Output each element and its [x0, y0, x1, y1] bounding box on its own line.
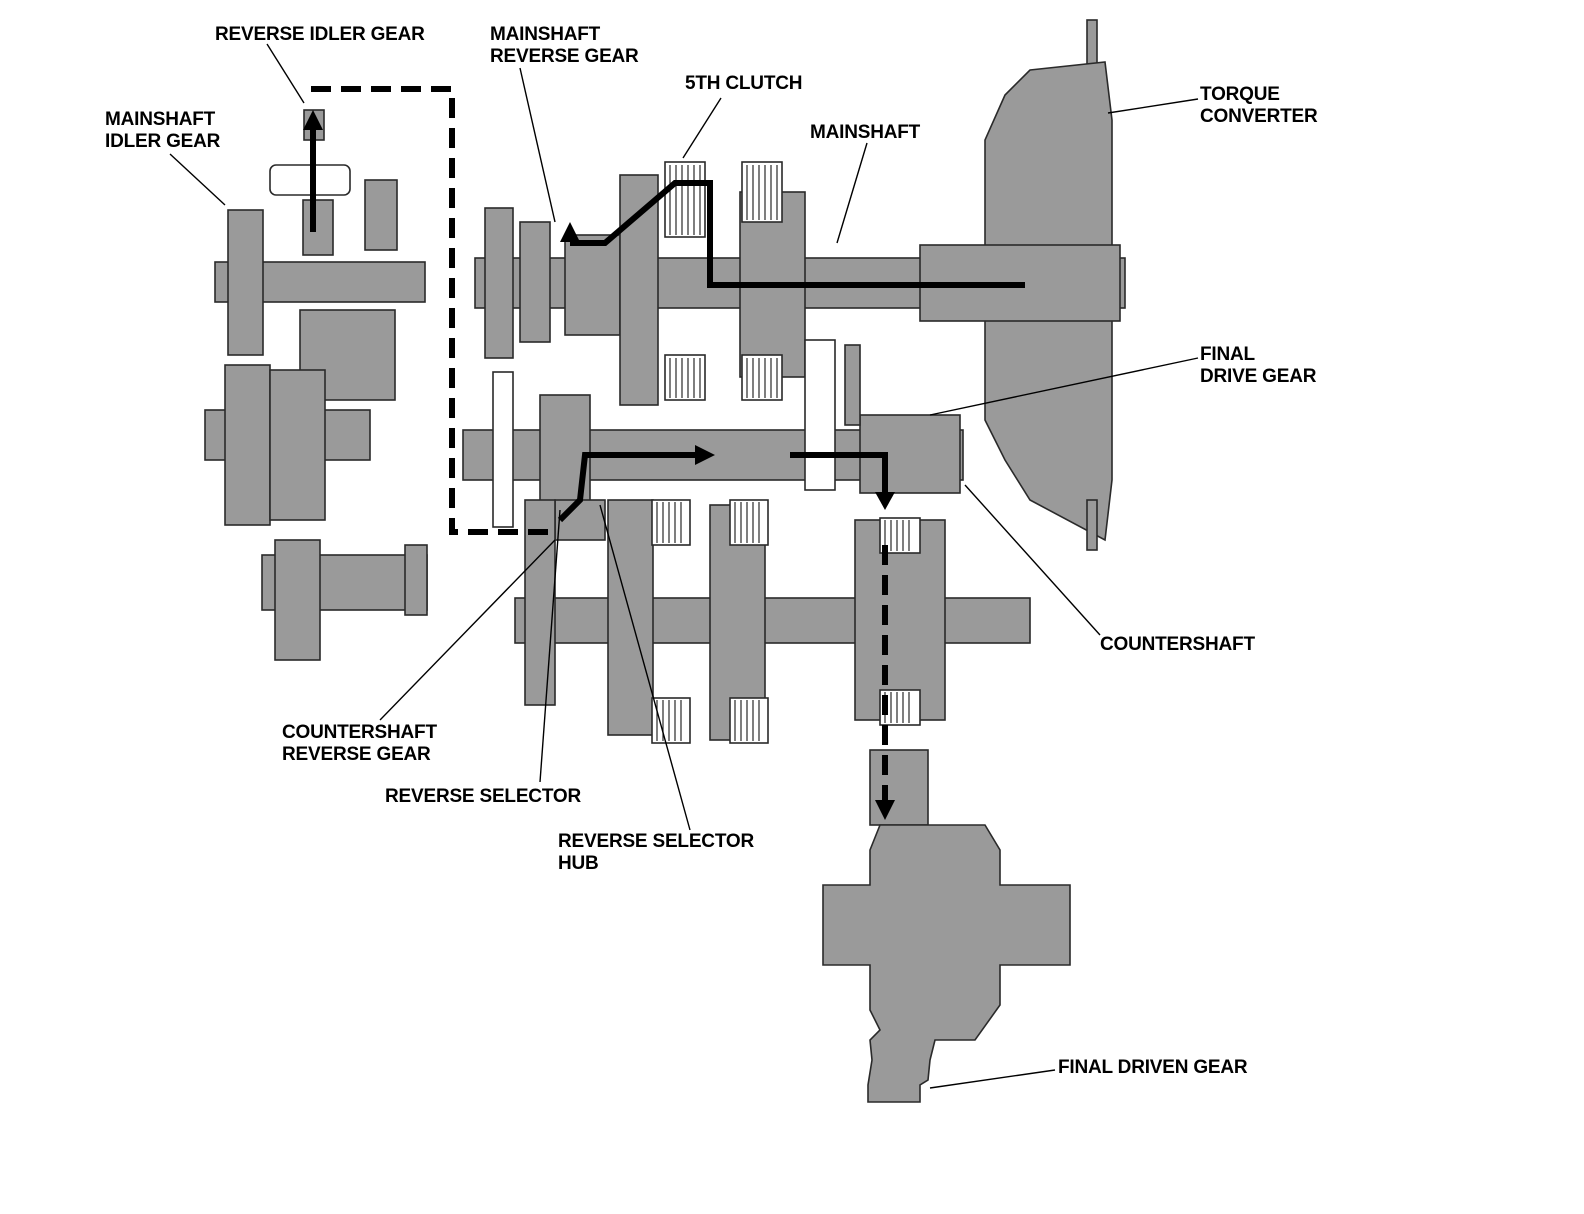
label-countershaft: COUNTERSHAFT	[1100, 634, 1255, 655]
lower-clutch-packs	[651, 499, 921, 744]
label-final-drive-gear-line2: DRIVE GEAR	[1200, 366, 1317, 387]
label-torque-converter-line1: TORQUE	[1200, 84, 1280, 105]
label-mainshaft-reverse-gear-line1: MAINSHAFT	[490, 24, 601, 45]
label-fifth-clutch: 5TH CLUTCH	[685, 73, 802, 94]
label-final-driven-gear: FINAL DRIVEN GEAR	[1058, 1057, 1248, 1078]
label-mainshaft: MAINSHAFT	[810, 122, 921, 143]
secondary-shaft-assembly	[514, 499, 1031, 744]
label-reverse-idler-gear: REVERSE IDLER GEAR	[215, 24, 425, 45]
label-countershaft-reverse-gear-line1: COUNTERSHAFT	[282, 722, 437, 743]
callout-labels: REVERSE IDLER GEAR MAINSHAFT REVERSE GEA…	[105, 24, 1318, 1078]
label-countershaft-reverse-gear-line2: REVERSE GEAR	[282, 744, 431, 765]
countershaft-assembly	[462, 339, 964, 541]
power-flow-path	[303, 86, 1025, 820]
idler-section	[204, 109, 428, 661]
final-driven-gear-differential	[822, 749, 1071, 1103]
label-mainshaft-idler-gear-line2: IDLER GEAR	[105, 131, 221, 152]
label-mainshaft-idler-gear-line1: MAINSHAFT	[105, 109, 216, 130]
label-torque-converter-line2: CONVERTER	[1200, 106, 1318, 127]
label-reverse-selector-hub-line1: REVERSE SELECTOR	[558, 831, 754, 852]
label-reverse-selector: REVERSE SELECTOR	[385, 786, 581, 807]
label-mainshaft-reverse-gear-line2: REVERSE GEAR	[490, 46, 639, 67]
label-reverse-selector-hub-line2: HUB	[558, 853, 599, 874]
leader-lines	[169, 43, 1199, 1089]
fifth-clutch-pack	[664, 161, 783, 401]
label-final-drive-gear-line1: FINAL	[1200, 344, 1256, 365]
